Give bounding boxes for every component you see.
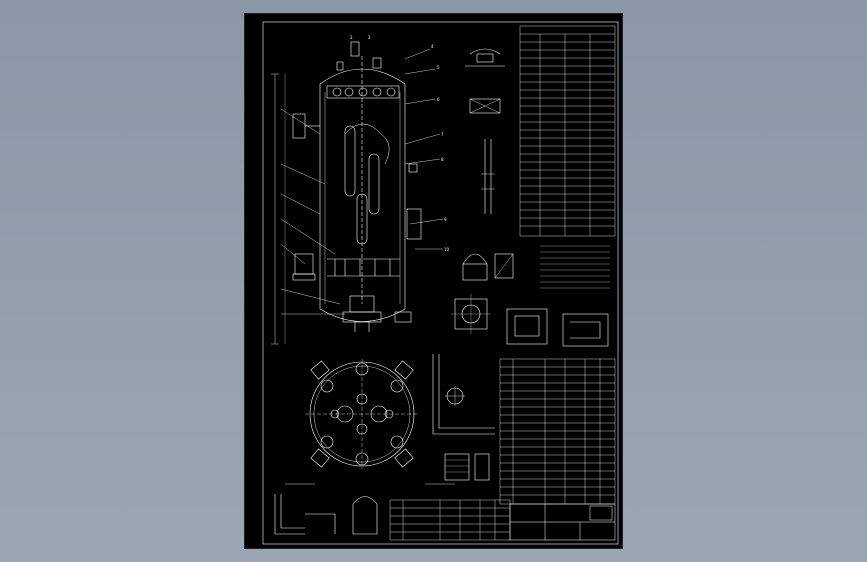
vessel-elevation-view: 2 3 4 5 6 7 8 9 10 bbox=[271, 35, 450, 345]
drawing-sheet: 2 3 4 5 6 7 8 9 10 bbox=[244, 13, 623, 549]
drawing-border bbox=[262, 21, 619, 545]
svg-text:7: 7 bbox=[441, 132, 444, 137]
svg-text:4: 4 bbox=[431, 44, 434, 49]
vessel-top-view bbox=[285, 359, 455, 485]
svg-text:6: 6 bbox=[437, 97, 440, 102]
svg-text:5: 5 bbox=[437, 65, 440, 70]
svg-text:3: 3 bbox=[368, 35, 371, 40]
detail-views bbox=[274, 48, 609, 535]
svg-text:10: 10 bbox=[444, 247, 450, 252]
svg-text:8: 8 bbox=[441, 157, 444, 162]
nozzle-table bbox=[499, 358, 616, 505]
svg-text:9: 9 bbox=[444, 217, 447, 222]
cad-drawing: 2 3 4 5 6 7 8 9 10 bbox=[262, 21, 619, 545]
parts-list bbox=[389, 499, 511, 541]
title-block bbox=[509, 503, 616, 541]
technical-data-table bbox=[519, 25, 616, 237]
svg-text:2: 2 bbox=[350, 35, 353, 40]
technical-notes bbox=[540, 245, 610, 289]
